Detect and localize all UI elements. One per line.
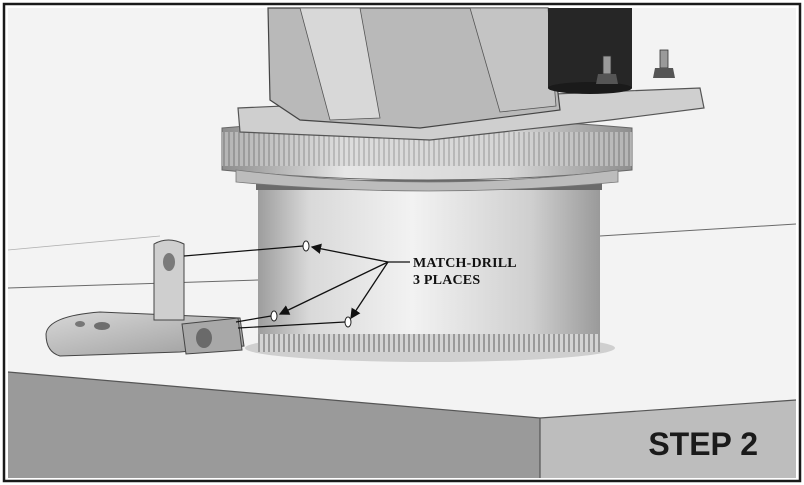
table-front-face <box>8 372 540 478</box>
leader-arrow-icon <box>278 243 410 320</box>
callout-line-2: 3 PLACES <box>413 273 481 288</box>
motor-cylinder <box>258 186 600 334</box>
bracket-guide-lines <box>183 245 346 329</box>
mounting-bolts <box>596 49 675 84</box>
drill-hole-icon <box>270 240 352 328</box>
step-label: STEP 2 <box>648 426 758 462</box>
lower-gear-ring <box>258 332 600 352</box>
table-side-face <box>540 400 796 478</box>
drive-motor <box>548 8 632 88</box>
callout-line-1: MATCH-DRILL <box>413 256 517 271</box>
mounting-bracket-part <box>45 239 245 357</box>
match-drill-callout: MATCH-DRILL 3 PLACES <box>413 255 517 289</box>
